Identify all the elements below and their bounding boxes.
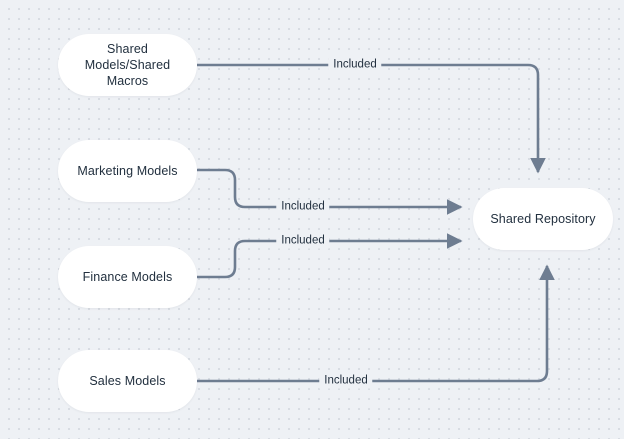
edge-label-marketing-models: Included [276,199,330,215]
node-shared-repository[interactable]: Shared Repository [473,188,613,250]
edge-label-finance-models: Included [276,233,330,249]
node-finance-models-label: Finance Models [82,270,173,284]
node-shared-repository-label: Shared Repository [490,212,596,226]
node-sales-models[interactable]: Sales Models [58,350,197,412]
edge-label-shared-models: Included [328,57,382,73]
node-sales-models-label: Sales Models [89,374,166,388]
edge-label-sales-models: Included [319,373,373,389]
edge-sales-models [197,264,555,383]
edge-shared-models [197,63,546,174]
node-shared-models-line1: Shared [107,42,148,56]
node-shared-models[interactable]: Shared Models/Shared Macros [58,34,197,96]
node-shared-models-line2: Models/Shared [84,58,171,72]
node-marketing-models[interactable]: Marketing Models [58,140,197,202]
edge-finance-models [197,233,463,279]
node-marketing-models-label: Marketing Models [77,164,178,178]
node-finance-models[interactable]: Finance Models [58,246,197,308]
edge-marketing-models [197,168,463,215]
node-shared-models-line3: Macros [106,74,149,88]
